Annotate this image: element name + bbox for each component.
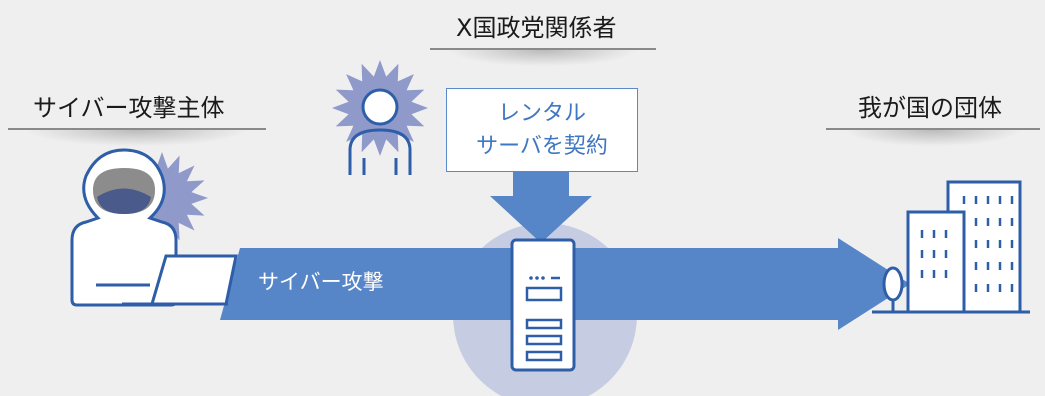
- contract-down-arrow: [490, 172, 592, 243]
- target-underline: [826, 128, 1040, 130]
- party-official-label: X国政党関係者: [456, 14, 617, 42]
- target-shadow: [846, 130, 1020, 146]
- target-label: 我が国の団体: [858, 94, 1002, 122]
- attacker-label: サイバー攻撃主体: [33, 94, 225, 122]
- rental-server-box: レンタル サーバを契約: [446, 88, 638, 172]
- attack-arrow-label: サイバー攻撃: [258, 270, 384, 294]
- attacker-shadow: [28, 130, 246, 146]
- rental-box-line2: サーバを契約: [476, 134, 608, 159]
- person-icon: [348, 88, 412, 175]
- buildings-icon: [872, 180, 1030, 314]
- rental-box-line1: レンタル: [497, 101, 586, 126]
- party-official-shadow: [450, 50, 636, 66]
- laptop-icon: [122, 254, 238, 306]
- server-icon: [510, 238, 576, 372]
- party-official-underline: [430, 48, 656, 50]
- attacker-underline: [8, 128, 266, 130]
